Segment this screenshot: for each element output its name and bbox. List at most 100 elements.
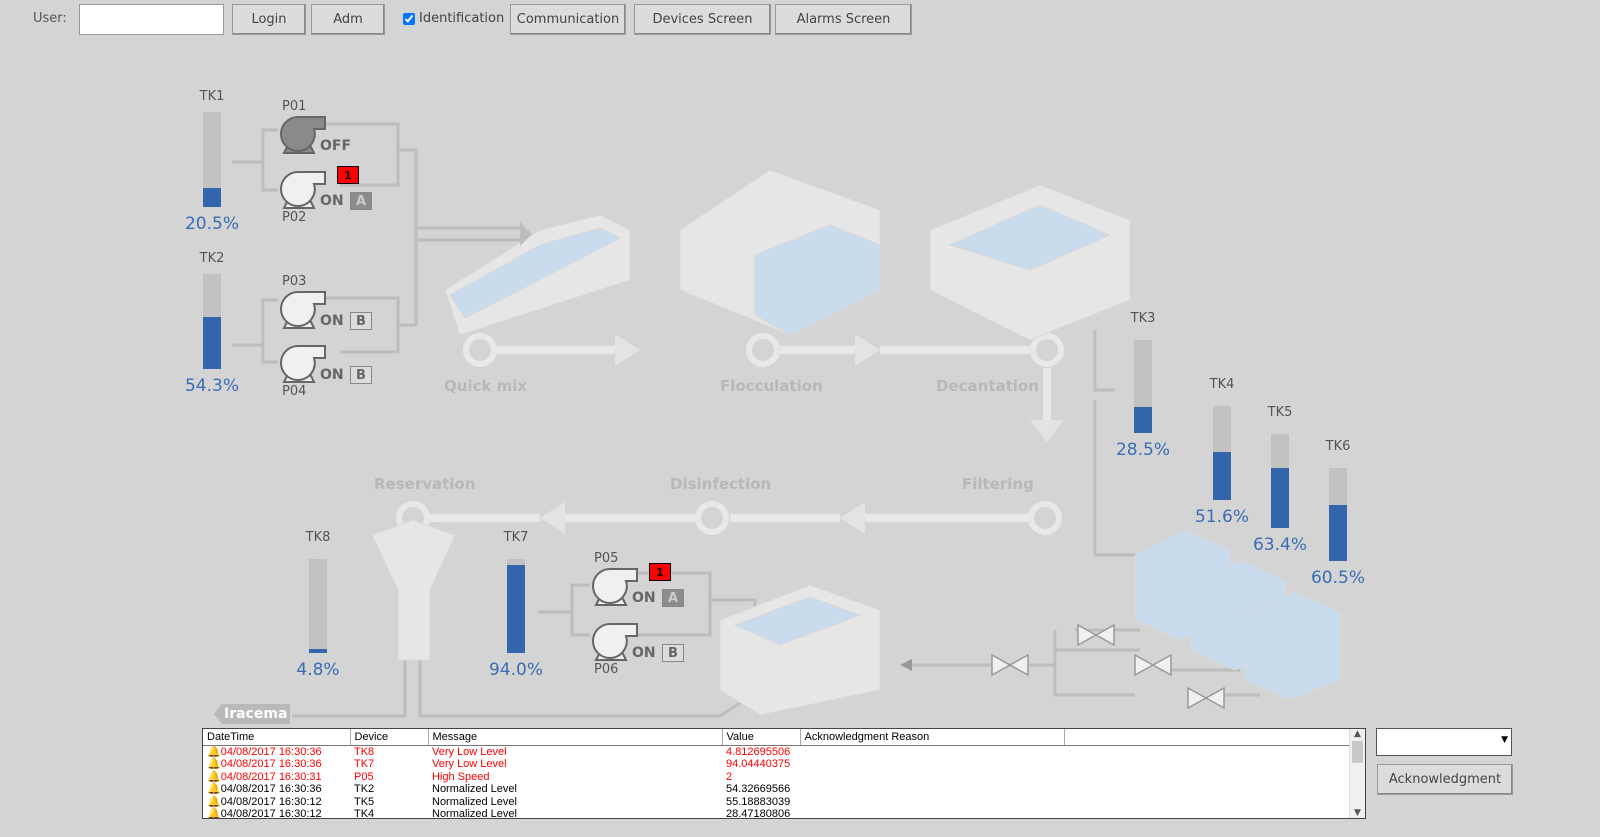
col-message[interactable]: Message	[428, 729, 723, 746]
row-device: TK2	[354, 783, 375, 795]
row-message: Normalized Level	[432, 783, 517, 795]
login-button[interactable]: Login	[232, 4, 306, 35]
tank-level-bar[interactable]	[203, 274, 221, 369]
stage-quick-mix: Quick mix	[444, 377, 528, 395]
col-device[interactable]: Device	[350, 729, 429, 746]
tank-level-label: 51.6%	[1194, 507, 1249, 527]
tank-level-bar[interactable]	[1134, 340, 1152, 433]
pump-icon[interactable]	[590, 565, 640, 607]
scroll-up-icon[interactable]: ▲	[1354, 729, 1361, 739]
stage-reservation: Reservation	[374, 475, 476, 493]
tank-name: TK4	[1209, 377, 1235, 392]
tank-level-fill	[1213, 451, 1231, 500]
tank-level-fill	[1134, 406, 1152, 433]
stage-filtering: Filtering	[962, 475, 1034, 493]
pump-mode-badge[interactable]: B	[662, 644, 684, 662]
row-device: TK5	[354, 795, 375, 808]
acknowledgment-button[interactable]: Acknowledgment	[1377, 764, 1513, 795]
tank-level-label: 20.5%	[184, 214, 239, 234]
tank-level-fill	[203, 187, 221, 207]
red-bell-icon: 🔔	[207, 745, 221, 758]
chevron-down-icon[interactable]: ▼	[1501, 735, 1508, 745]
tank-level-fill	[203, 317, 221, 369]
pump-state: ON	[320, 313, 344, 329]
row-datetime: 04/08/2017 16:30:12	[220, 808, 322, 819]
devices-screen-button[interactable]: Devices Screen	[634, 4, 771, 35]
row-message: Normalized Level	[432, 808, 517, 819]
alarms-screen-button[interactable]: Alarms Screen	[775, 4, 912, 35]
city-label: Iracema	[224, 706, 288, 722]
identification-checkbox[interactable]: Identification	[403, 11, 504, 26]
tank-level-bar[interactable]	[1271, 434, 1289, 528]
pump-mode-badge[interactable]: B	[350, 366, 372, 384]
identification-check[interactable]	[403, 12, 415, 25]
tank-name: TK5	[1267, 405, 1293, 420]
table-row[interactable]: 🔔04/08/2017 16:30:36 TK8 Very Low Level …	[203, 745, 1350, 758]
tank-level-label: 28.5%	[1115, 440, 1170, 460]
tank-level-label: 60.5%	[1310, 568, 1365, 588]
tank-name: TK2	[199, 251, 225, 266]
pump-icon[interactable]	[278, 113, 328, 155]
scroll-thumb[interactable]	[1352, 741, 1363, 763]
table-row[interactable]: 🔔04/08/2017 16:30:36 TK2 Normalized Leve…	[203, 783, 1350, 796]
tank-level-fill	[1271, 468, 1289, 528]
pump-name: P01	[282, 99, 307, 114]
row-datetime: 04/08/2017 16:30:36	[220, 783, 322, 795]
row-value: 4.812695506	[726, 745, 791, 758]
row-value: 55.18883039	[726, 795, 791, 808]
tank-name: TK3	[1130, 311, 1156, 326]
user-label: User:	[33, 11, 67, 26]
red-bell-icon: 🔔	[207, 758, 221, 770]
col-value[interactable]: Value	[722, 729, 801, 746]
alarm-table[interactable]: DateTime Device Message Value Acknowledg…	[202, 728, 1366, 819]
tank-level-bar[interactable]	[1213, 406, 1231, 500]
row-device: TK4	[354, 808, 375, 819]
pump-icon[interactable]	[590, 620, 640, 662]
row-device: P05	[354, 770, 374, 783]
user-input[interactable]	[79, 4, 224, 35]
row-value: 54.32669566	[726, 783, 791, 795]
communication-button[interactable]: Communication	[510, 4, 626, 35]
tank-level-bar[interactable]	[507, 559, 525, 653]
pump-mode-badge[interactable]: A	[350, 192, 372, 210]
row-device: TK8	[354, 745, 375, 758]
table-row[interactable]: 🔔04/08/2017 16:30:12 TK5 Normalized Leve…	[203, 796, 1350, 809]
pump-alarm-badge[interactable]: 1	[649, 563, 671, 581]
red-bell-icon: 🔔	[207, 770, 221, 783]
row-message: Normalized Level	[432, 795, 517, 808]
row-message: High Speed	[432, 770, 490, 783]
tank-name: TK6	[1325, 439, 1351, 454]
scroll-down-icon[interactable]: ▼	[1354, 808, 1361, 818]
col-ack-reason[interactable]: Acknowledgment Reason	[800, 729, 1065, 746]
tank-level-fill	[309, 648, 327, 653]
identification-label: Identification	[419, 11, 505, 26]
table-row[interactable]: 🔔04/08/2017 16:30:31 P05 High Speed 2	[203, 771, 1350, 784]
row-message: Very Low Level	[432, 745, 507, 758]
row-datetime: 04/08/2017 16:30:36	[220, 758, 322, 770]
table-row[interactable]: 🔔04/08/2017 16:30:12 TK4 Normalized Leve…	[203, 808, 1350, 819]
tank-level-bar[interactable]	[1329, 468, 1347, 561]
tank-level-label: 63.4%	[1252, 535, 1307, 555]
pump-icon[interactable]	[278, 288, 328, 330]
table-row[interactable]: 🔔04/08/2017 16:30:36 TK7 Very Low Level …	[203, 758, 1350, 771]
row-value: 2	[726, 770, 733, 783]
row-value: 28.47180806	[726, 808, 791, 819]
col-datetime[interactable]: DateTime	[203, 729, 351, 746]
pump-name: P04	[282, 384, 307, 399]
pump-icon[interactable]	[278, 168, 328, 210]
stage-flocculation: Flocculation	[720, 377, 823, 395]
table-scrollbar[interactable]: ▲ ▼	[1349, 729, 1365, 818]
tank-level-bar[interactable]	[203, 112, 221, 207]
ack-reason-dropdown[interactable]: ▼	[1376, 728, 1512, 756]
row-datetime: 04/08/2017 16:30:12	[220, 795, 322, 808]
pump-mode-badge[interactable]: B	[350, 312, 372, 330]
pump-mode-badge[interactable]: A	[662, 589, 684, 607]
tank-level-fill	[1329, 504, 1347, 561]
pump-alarm-badge[interactable]: 1	[337, 166, 359, 184]
row-datetime: 04/08/2017 16:30:31	[220, 770, 322, 783]
tank-level-bar[interactable]	[309, 559, 327, 653]
pump-state: ON	[632, 590, 656, 606]
adm-button[interactable]: Adm	[311, 4, 385, 35]
pump-icon[interactable]	[278, 342, 328, 384]
